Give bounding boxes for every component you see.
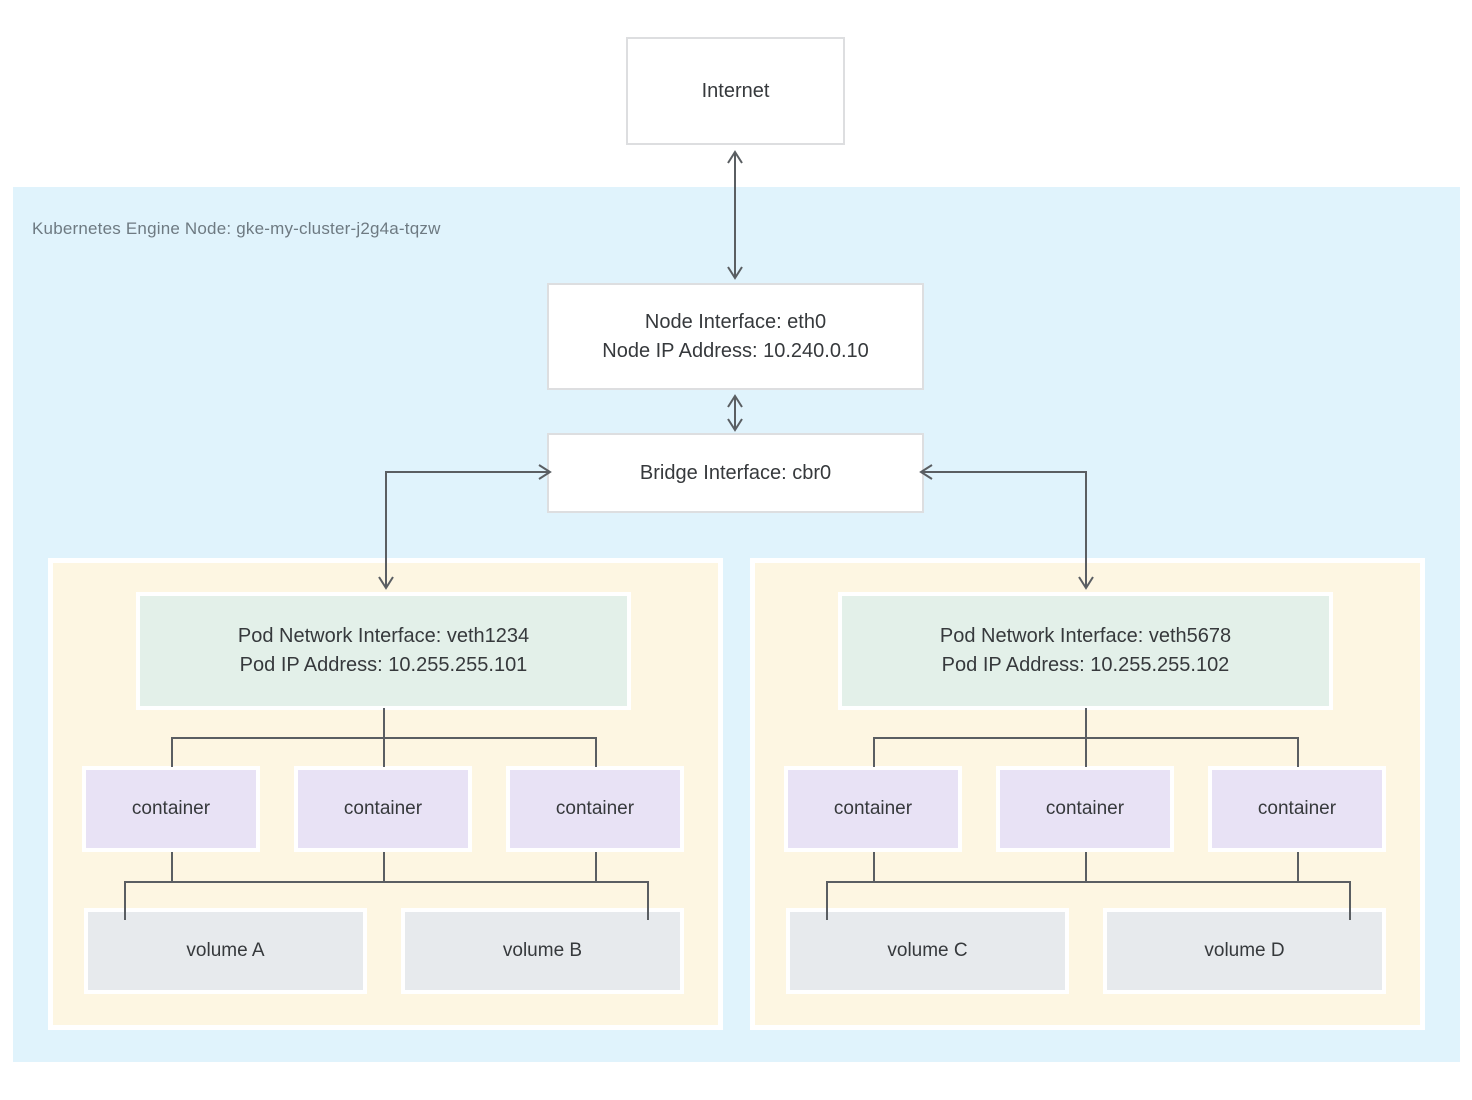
pod-1-container-2: container [298,770,468,848]
pod-2-container-2: container [1000,770,1170,848]
pod-1-container-3: container [510,770,680,848]
pod-1: Pod Network Interface: veth1234 Pod IP A… [53,563,718,1025]
bridge-interface-label: Bridge Interface: cbr0 [639,461,832,484]
pod-2: Pod Network Interface: veth5678 Pod IP A… [755,563,1420,1025]
pod-2-volume-d: volume D [1107,912,1382,990]
pod-1-ip-address: Pod IP Address: 10.255.255.101 [239,654,528,676]
pod-1-interface-name: Pod Network Interface: veth1234 [237,625,530,647]
pod-1-volume-b: volume B [405,912,680,990]
node-interface-box: Node Interface: eth0 Node IP Address: 10… [547,283,924,390]
pod-2-network-interface-box: Pod Network Interface: veth5678 Pod IP A… [842,596,1329,706]
bridge-interface-box: Bridge Interface: cbr0 [547,433,924,513]
pod-1-volume-a: volume A [88,912,363,990]
node-interface-name: Node Interface: eth0 [644,310,827,333]
pod-2-interface-name: Pod Network Interface: veth5678 [939,625,1232,647]
pod-2-volume-c: volume C [790,912,1065,990]
internet-node: Internet [626,37,845,145]
pod-1-network-interface-box: Pod Network Interface: veth1234 Pod IP A… [140,596,627,706]
pod-2-container-1: container [788,770,958,848]
pod-2-container-3: container [1212,770,1382,848]
internet-label: Internet [701,79,770,102]
pod-2-ip-address: Pod IP Address: 10.255.255.102 [941,654,1230,676]
kubernetes-node-label: Kubernetes Engine Node: gke-my-cluster-j… [32,219,441,238]
node-ip-address: Node IP Address: 10.240.0.10 [602,339,869,362]
pod-1-container-1: container [86,770,256,848]
